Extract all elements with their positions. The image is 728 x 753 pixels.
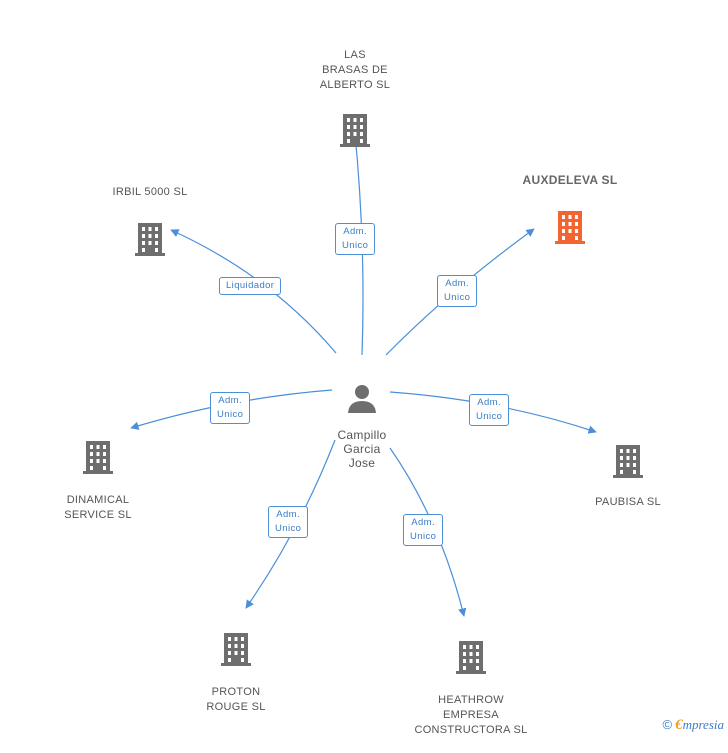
node-label: AUXDELEVA SL [522, 173, 618, 187]
building-icon [83, 441, 113, 474]
person-label: Campillo Garcia Jose [337, 428, 387, 470]
edge-label-las-brasas[interactable]: Adm. Unico [335, 223, 376, 255]
edge-label-auxdeleva[interactable]: Adm. Unico [437, 275, 478, 307]
copyright-icon: © [662, 717, 673, 732]
node-dinamical[interactable]: DINAMICAL SERVICE SL [48, 424, 148, 538]
node-proton[interactable]: PROTON ROUGE SL [186, 616, 286, 730]
node-label: HEATHROW EMPRESA CONSTRUCTORA SL [414, 694, 528, 736]
node-heathrow[interactable]: HEATHROW EMPRESA CONSTRUCTORA SL [411, 624, 531, 753]
building-icon [456, 641, 486, 674]
edge-label-paubisa[interactable]: Adm. Unico [469, 394, 510, 426]
node-las-brasas[interactable]: LAS BRASAS DE ALBERTO SL [305, 33, 405, 163]
node-auxdeleva[interactable]: AUXDELEVA SL [510, 158, 630, 260]
edge-label-irbil[interactable]: Liquidador [219, 277, 282, 295]
building-icon [613, 445, 643, 478]
node-center-person[interactable]: Campillo Garcia Jose [320, 368, 404, 485]
node-label: PROTON ROUGE SL [206, 686, 266, 713]
node-irbil[interactable]: IRBIL 5000 SL [95, 170, 205, 272]
node-label: LAS BRASAS DE ALBERTO SL [319, 49, 391, 91]
brand-name: mpresia [682, 717, 724, 732]
person-icon [348, 385, 376, 413]
building-icon [135, 223, 165, 256]
node-paubisa[interactable]: PAUBISA SL [578, 428, 678, 525]
building-icon [221, 633, 251, 666]
footer-brand[interactable]: ©€mpresia [663, 717, 725, 734]
edge-label-proton[interactable]: Adm. Unico [268, 506, 309, 538]
building-icon [555, 211, 585, 244]
edge-label-dinamical[interactable]: Adm. Unico [210, 392, 251, 424]
node-label: DINAMICAL SERVICE SL [64, 494, 132, 521]
brand-initial: € [675, 717, 683, 733]
node-label: PAUBISA SL [595, 496, 661, 508]
node-label: IRBIL 5000 SL [112, 186, 188, 198]
edge-label-heathrow[interactable]: Adm. Unico [403, 514, 444, 546]
building-icon [340, 114, 370, 147]
